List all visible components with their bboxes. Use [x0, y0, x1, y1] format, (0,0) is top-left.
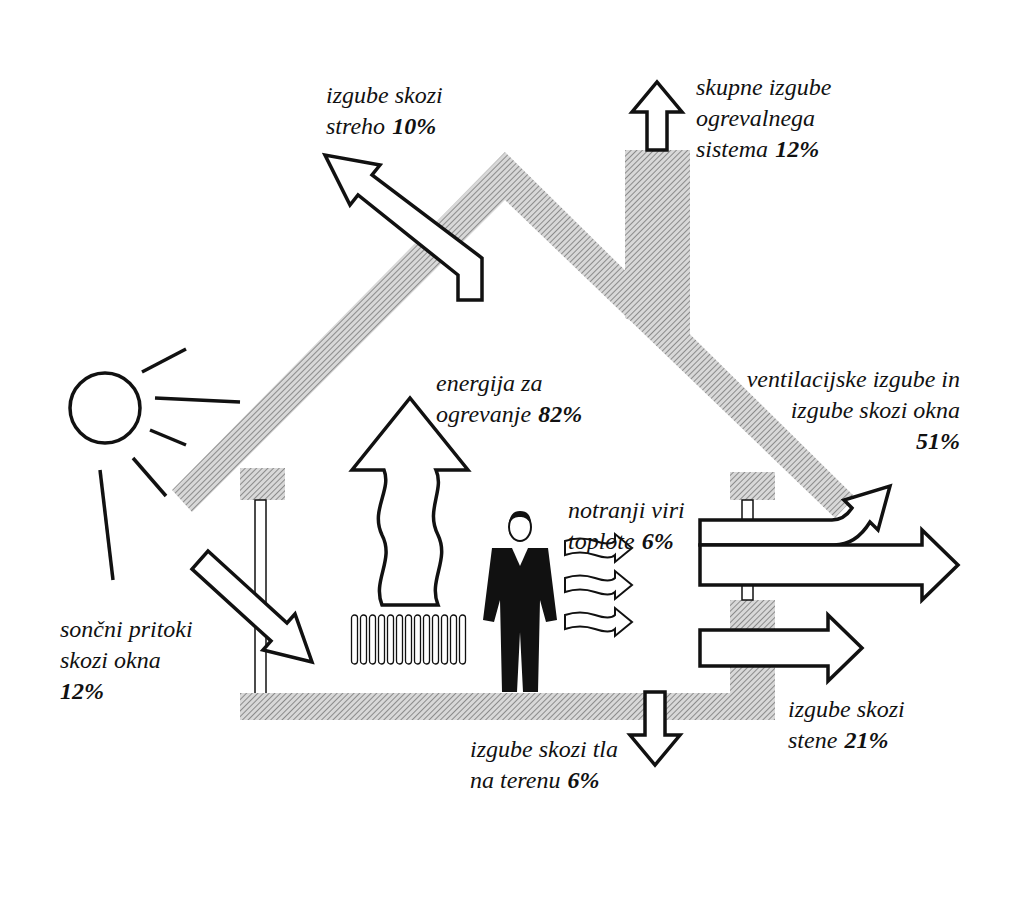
flow-name: energija za ogrevanje	[436, 370, 542, 427]
roof	[172, 152, 855, 518]
floor	[240, 693, 775, 720]
heating-arrow	[352, 398, 468, 605]
right-wall	[730, 472, 775, 500]
roof-loss-label: izgube skozi streho10%	[326, 80, 476, 142]
wall-loss-label: izgube skozi stene21%	[788, 694, 938, 756]
left-wall	[240, 468, 285, 500]
ventilation-loss-label: ventilacijske izgube in izgube skozi okn…	[742, 364, 960, 457]
window-loss-arrow	[700, 530, 958, 600]
flow-name: sončni pritoki skozi okna	[60, 616, 193, 673]
roof-loss-arrow	[325, 155, 482, 300]
wall-loss-arrow	[700, 615, 862, 681]
person	[483, 511, 557, 692]
ventilation-branch-arrow	[700, 486, 890, 545]
percent-value: 12%	[775, 136, 819, 162]
radiator	[350, 614, 467, 666]
percent-value: 10%	[392, 113, 436, 139]
percent-value: 21%	[845, 727, 889, 753]
percent-value: 12%	[60, 676, 222, 707]
percent-value: 6%	[568, 767, 600, 793]
heating-system-loss-label: skupne izgube ogrevalnega sistema12%	[696, 72, 868, 165]
percent-value: 6%	[642, 528, 674, 554]
sun	[70, 349, 240, 580]
ground-loss-label: izgube skozi tla na terenu6%	[470, 734, 620, 796]
heating-energy-label: energija za ogrevanje82%	[436, 368, 618, 430]
internal-heat-label: notranji viri toplote6%	[568, 495, 710, 557]
chimney-loss-arrow	[632, 82, 682, 150]
solar-gain-label: sončni pritoki skozi okna12%	[60, 614, 222, 707]
percent-value: 51%	[742, 426, 960, 457]
ground-loss-arrow	[630, 692, 680, 765]
percent-value: 82%	[538, 401, 582, 427]
flow-name: ventilacijske izgube in izgube skozi okn…	[747, 366, 960, 423]
solar-gain-arrow	[192, 551, 312, 662]
